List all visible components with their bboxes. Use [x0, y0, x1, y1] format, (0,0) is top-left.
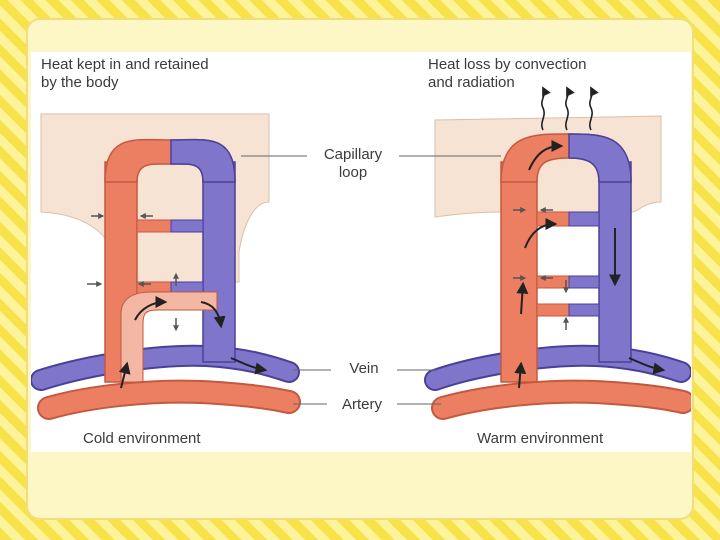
- capillary-venous-limb-left: [202, 161, 236, 363]
- warm-environment-label: Warm environment: [477, 430, 604, 447]
- capillary-loop-label: Capillary loop: [323, 146, 383, 181]
- vein-label: Vein: [349, 360, 379, 377]
- artery-label: Artery: [341, 396, 382, 413]
- shunt-left: [120, 291, 218, 383]
- cold-panel: [30, 113, 301, 420]
- cold-panel-caption: Heat kept in and retained by the body: [41, 56, 209, 91]
- warm-panel-caption: Heat loss by convection and radiation: [428, 56, 587, 91]
- thermoregulation-diagram: [30, 86, 695, 420]
- cold-environment-label: Cold environment: [83, 430, 201, 447]
- capillary-arterial-limb-right: [500, 161, 538, 383]
- warm-panel: [424, 86, 695, 420]
- diagram-figure: Heat kept in and retained by the body He…: [30, 52, 695, 452]
